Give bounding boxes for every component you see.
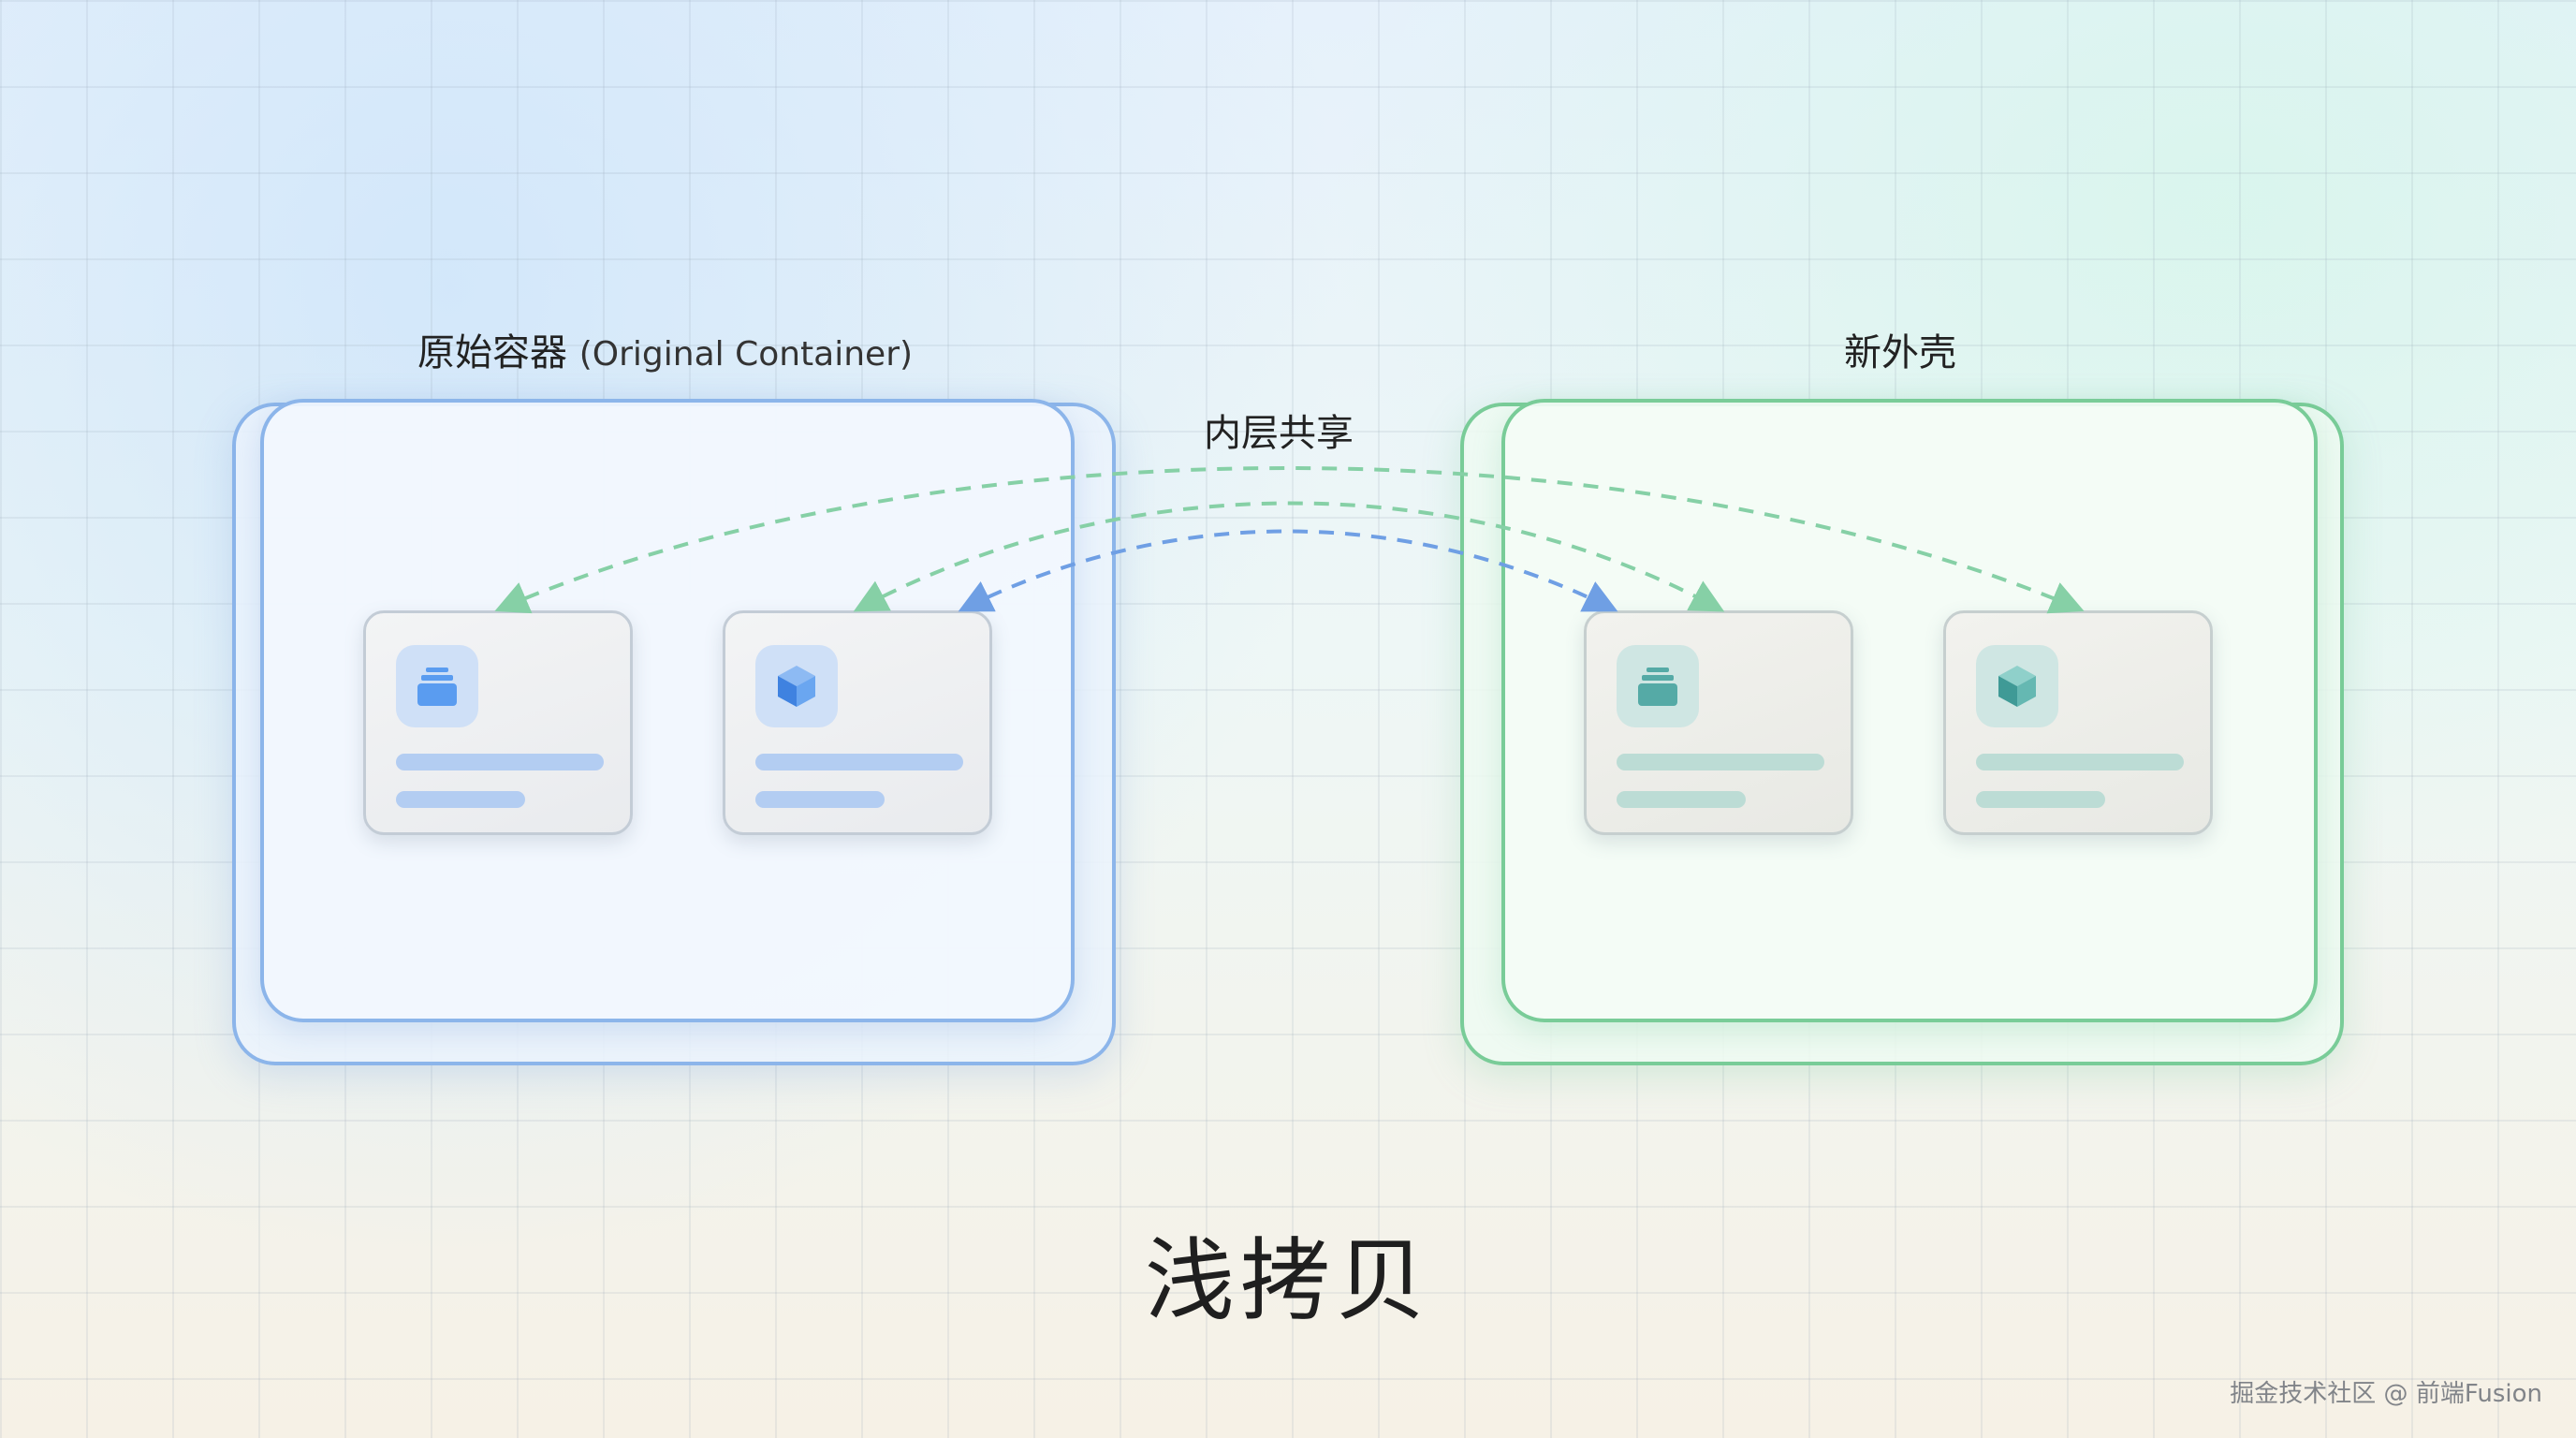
diagram-title: 浅拷贝	[1145, 1228, 1431, 1333]
original-card-cube	[723, 610, 992, 835]
placeholder-line	[755, 754, 963, 770]
placeholder-line	[1976, 791, 2105, 808]
watermark: 掘金技术社区 @ 前端Fusion	[2230, 1380, 2542, 1408]
placeholder-line	[1976, 754, 2184, 770]
original-container-label: 原始容器 (Original Container)	[417, 322, 913, 376]
shared-arrow-outer	[494, 466, 2085, 614]
placeholder-line	[396, 754, 604, 770]
placeholder-line	[1617, 754, 1824, 770]
shared-inner-label: 内层共享	[1204, 412, 1354, 455]
cube-icon	[755, 645, 838, 727]
placeholder-line	[1617, 791, 1746, 808]
original-card-stack	[363, 610, 633, 835]
cube-icon	[1976, 645, 2058, 727]
placeholder-line	[755, 791, 885, 808]
stack-icon	[396, 645, 478, 727]
shared-arrow-middle	[853, 501, 1725, 612]
new-shell-label: 新外壳	[1844, 331, 1956, 374]
new-shell-card-stack	[1584, 610, 1853, 835]
original-label-en: (Original Container)	[578, 335, 914, 374]
stack-icon	[1617, 645, 1699, 727]
original-label-zh: 原始容器	[417, 331, 567, 374]
new-shell-card-cube	[1943, 610, 2213, 835]
shared-arrow-inner	[958, 529, 1618, 612]
placeholder-line	[396, 791, 525, 808]
